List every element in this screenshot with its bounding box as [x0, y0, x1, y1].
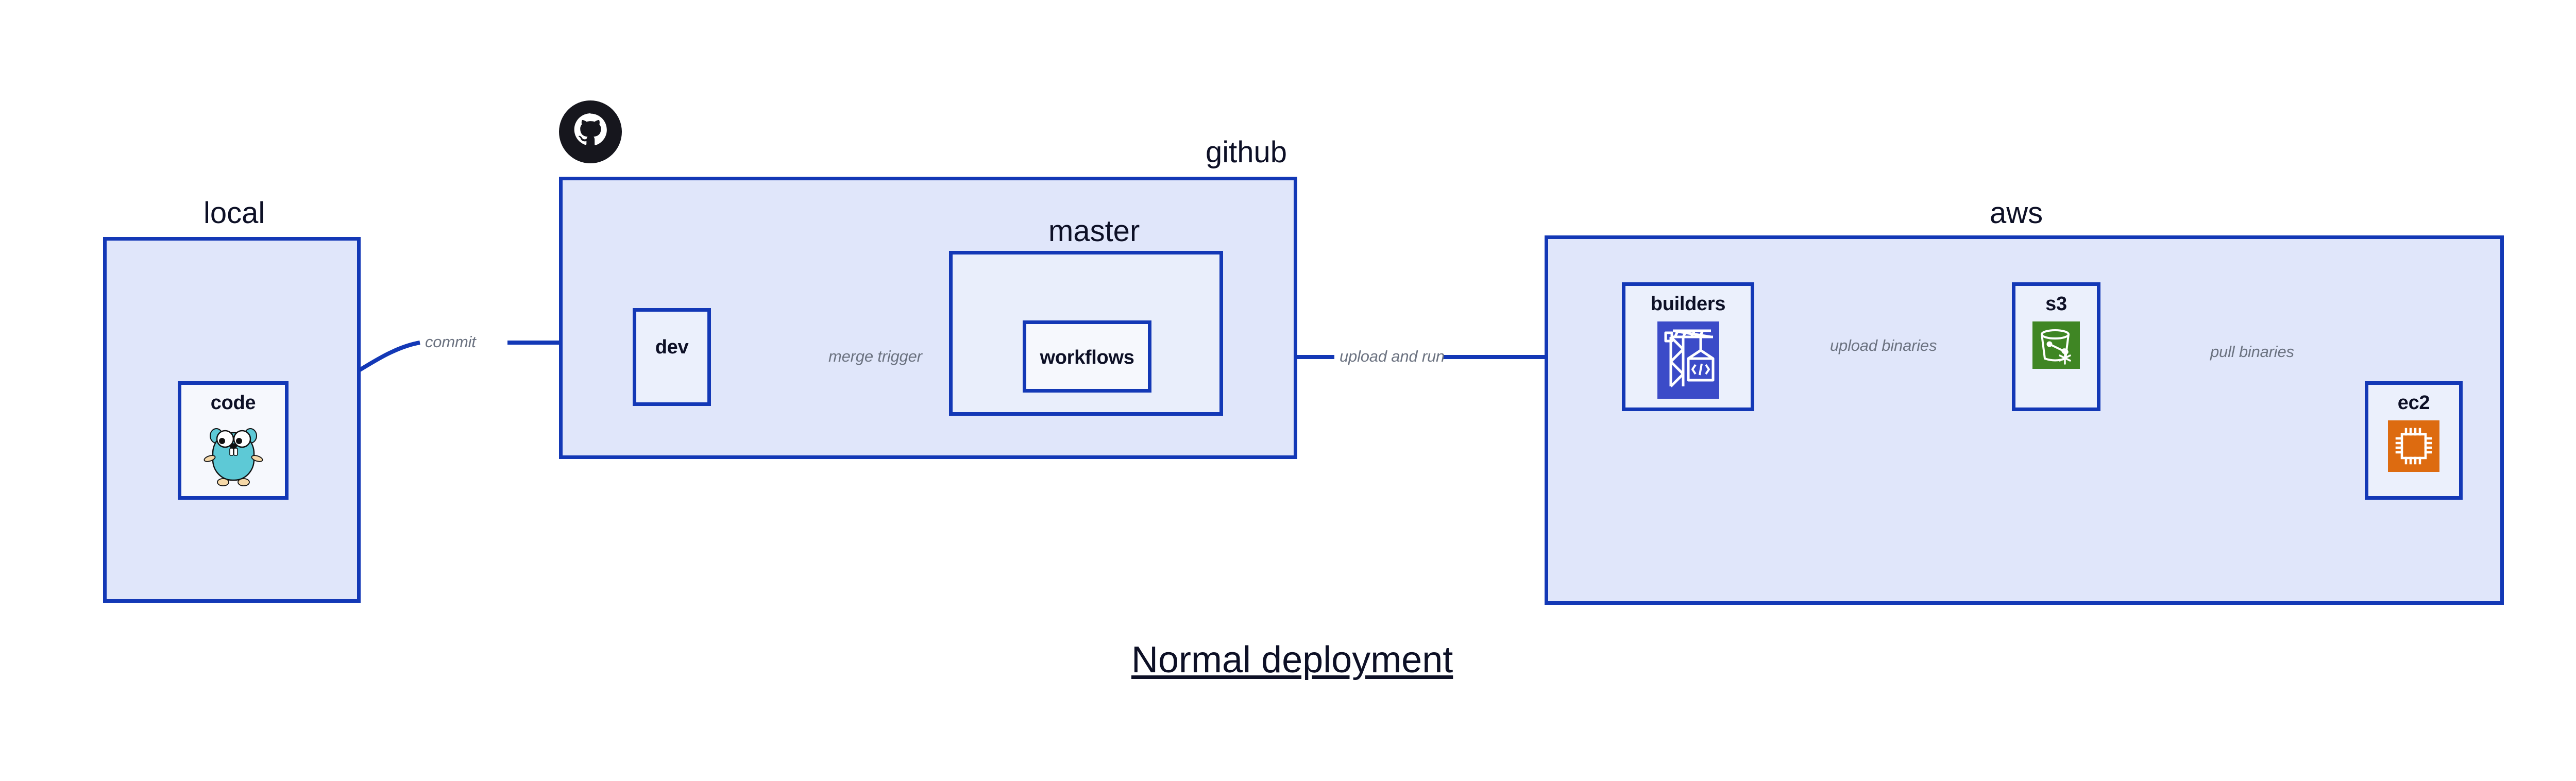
- edge-label-pull-binaries: pull binaries: [2210, 343, 2294, 361]
- node-workflows[interactable]: workflows: [1023, 320, 1151, 393]
- node-s3[interactable]: s3: [2012, 282, 2100, 411]
- group-label-local: local: [204, 196, 265, 230]
- aws-builders-crane-icon: [1657, 321, 1719, 401]
- node-dev-label: dev: [655, 336, 689, 358]
- aws-ec2-chip-icon: [2388, 420, 2439, 474]
- node-code-label: code: [210, 392, 256, 414]
- edge-label-commit: commit: [425, 333, 476, 351]
- node-s3-label: s3: [2045, 293, 2067, 315]
- diagram-title: Normal deployment: [1131, 639, 1453, 681]
- group-label-aws: aws: [1990, 196, 2043, 230]
- node-workflows-label: workflows: [1040, 347, 1134, 368]
- go-gopher-icon: [202, 420, 264, 490]
- edge-label-upload-binaries: upload binaries: [1830, 336, 1937, 354]
- aws-s3-bucket-icon: [2032, 321, 2080, 371]
- github-octocat-logo: [559, 100, 622, 166]
- node-code[interactable]: code: [178, 381, 289, 500]
- node-ec2[interactable]: ec2: [2365, 381, 2463, 500]
- edge-label-upload-and-run: upload and run: [1340, 347, 1445, 365]
- group-label-github: github: [1206, 135, 1287, 169]
- edge-label-merge-trigger: merge trigger: [828, 347, 922, 365]
- node-builders-label: builders: [1650, 293, 1726, 315]
- node-ec2-label: ec2: [2397, 392, 2430, 414]
- group-label-master: master: [1048, 214, 1140, 248]
- node-dev[interactable]: dev: [633, 308, 711, 406]
- node-builders[interactable]: builders: [1622, 282, 1754, 411]
